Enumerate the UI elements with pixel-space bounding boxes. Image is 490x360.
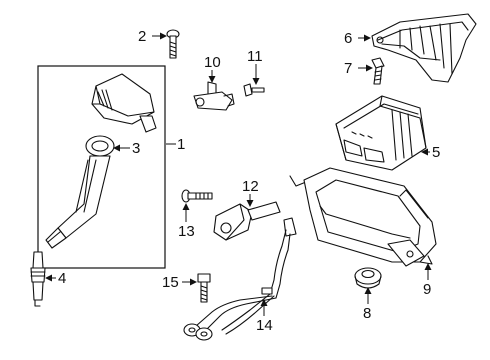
callout-14: 14	[256, 317, 273, 334]
ecm-cover-part	[371, 13, 477, 83]
callouts: 1 2 3 4 5 6 7 8 9 10 11 12 13 14 15	[58, 28, 440, 334]
callout-7: 7	[344, 60, 352, 77]
callout-5: 5	[432, 144, 440, 161]
bolt-13-part	[181, 189, 213, 203]
callout-1: 1	[177, 136, 185, 153]
grommet-8-part	[354, 267, 382, 289]
knock-sensor-harness-part	[183, 217, 297, 341]
bolt-15-part	[197, 273, 211, 303]
callout-13: 13	[178, 223, 195, 240]
sensor-10-part	[193, 81, 235, 111]
bolt-11-part	[243, 83, 265, 97]
sensor-12-part	[213, 201, 281, 241]
callout-4: 4	[58, 270, 66, 287]
bolt-7-part	[371, 57, 385, 85]
callout-15: 15	[162, 274, 179, 291]
ignition-coil-part	[45, 73, 157, 249]
ecm-module-part	[335, 95, 427, 171]
callout-8: 8	[363, 305, 371, 322]
ecm-tray-part	[289, 167, 437, 267]
leader-lines	[45, 32, 432, 316]
callout-11: 11	[247, 48, 263, 65]
spark-plug-part	[30, 251, 46, 307]
callout-2: 2	[138, 28, 146, 45]
callout-6: 6	[344, 30, 352, 47]
callout-3: 3	[132, 140, 140, 157]
callout-9: 9	[423, 281, 431, 298]
ignition-coil-group-box	[37, 65, 166, 269]
callout-12: 12	[242, 178, 259, 195]
bolt-2-part	[166, 29, 180, 59]
callout-10: 10	[204, 54, 221, 71]
